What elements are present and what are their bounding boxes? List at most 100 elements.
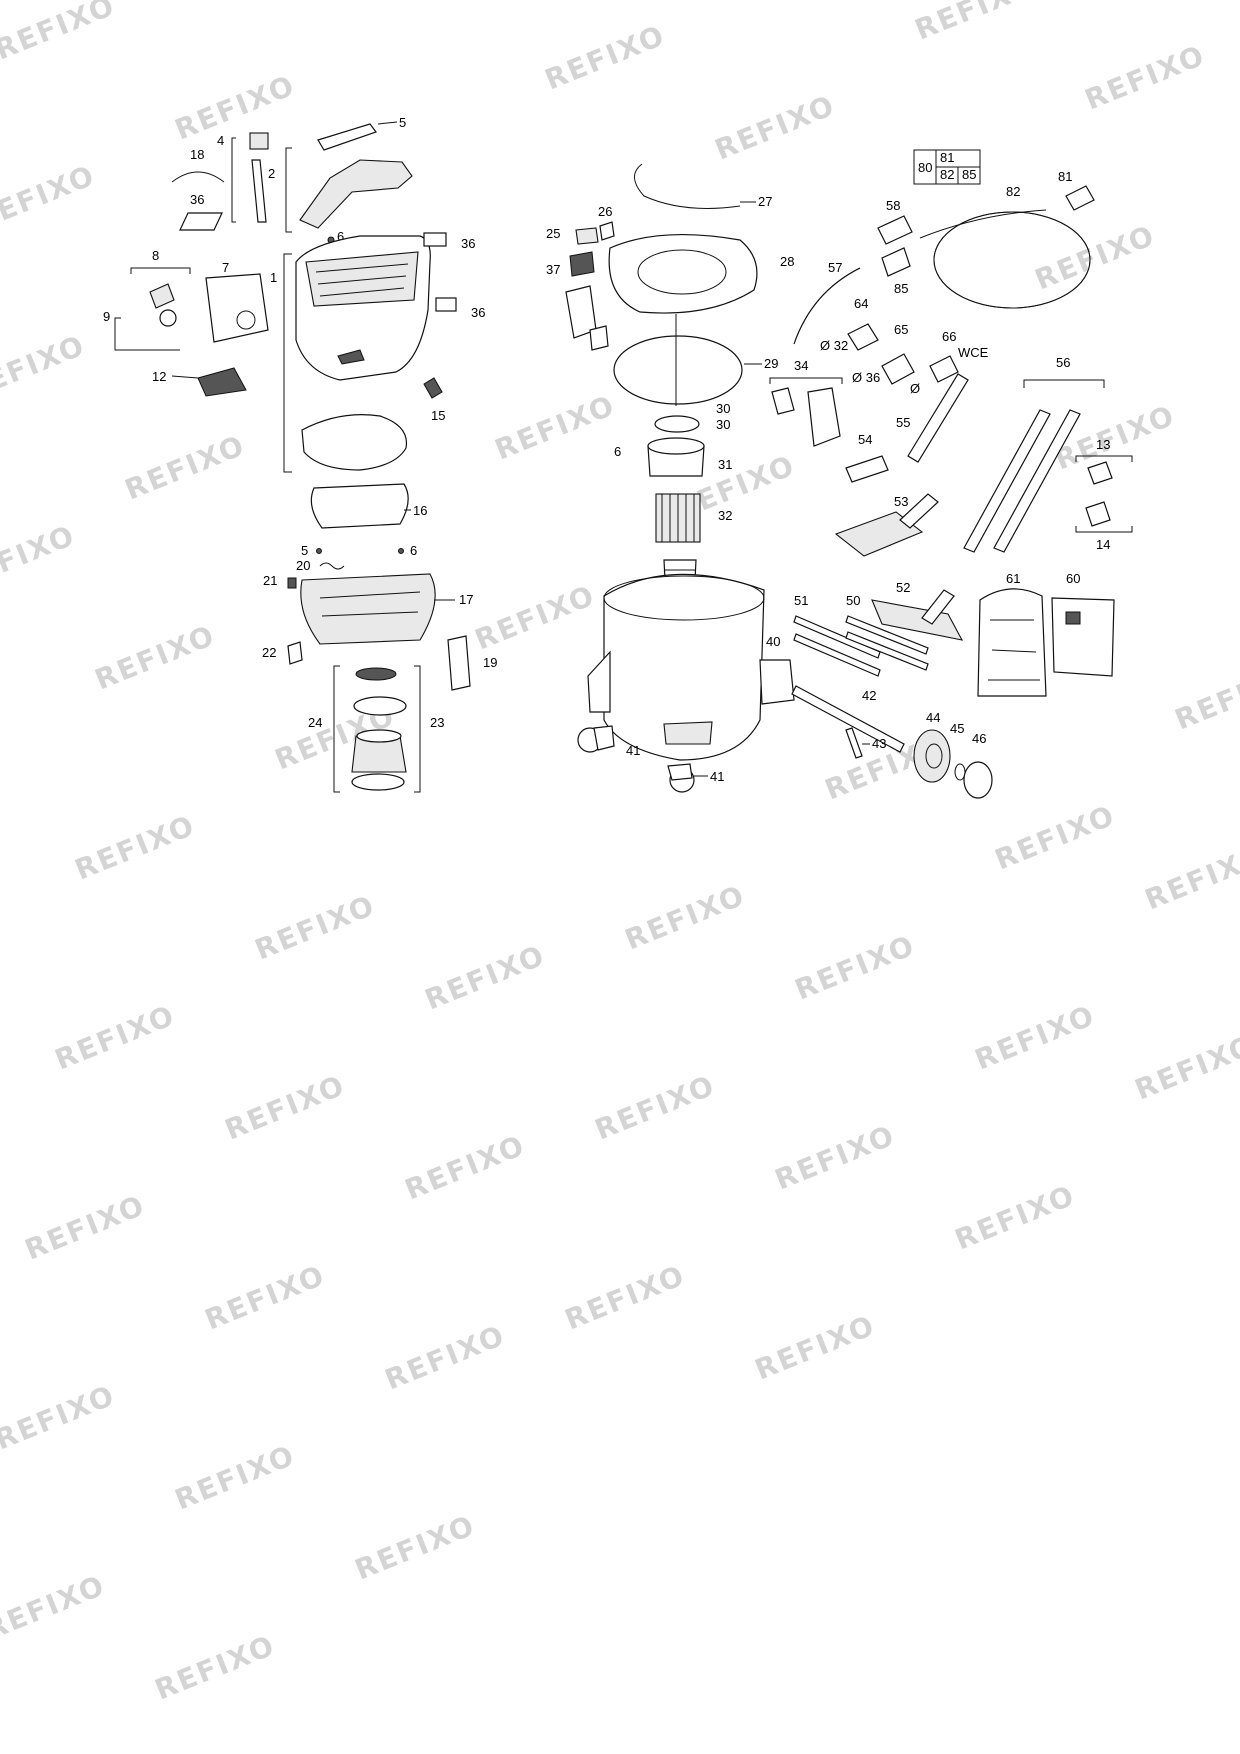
callout-label: 4 — [217, 133, 224, 148]
callout-label: 50 — [846, 593, 860, 608]
motor-cover-part — [310, 483, 409, 529]
tank-rim — [603, 575, 765, 621]
callout-label: 46 — [972, 731, 986, 746]
tank-part — [603, 573, 765, 761]
floor-nozzle-neck — [899, 493, 939, 529]
switch-part — [249, 132, 269, 150]
watermark: REFIXO — [200, 1258, 330, 1336]
watermark: REFIXO — [710, 88, 840, 166]
callout-label: 37 — [546, 262, 560, 277]
seal-ring-part — [355, 667, 397, 681]
housing-vent-part — [337, 349, 365, 365]
adapter-part — [847, 323, 879, 351]
callout-label: 30 — [716, 401, 730, 416]
spring-part — [319, 562, 345, 570]
valve-part — [1087, 461, 1113, 485]
watermark: REFIXO — [250, 888, 380, 966]
rotary-knob-part — [159, 309, 177, 327]
watermark: REFIXO — [590, 1068, 720, 1146]
watermark: REFIXO — [70, 808, 200, 886]
callout-label: 6 — [614, 444, 621, 459]
rear-wheel-part — [913, 729, 951, 783]
callout-label: 22 — [262, 645, 276, 660]
clip-part — [287, 641, 303, 665]
wet-nozzle-part — [871, 599, 964, 641]
watermark: REFIXO — [120, 428, 250, 506]
tank-inlet-part — [587, 650, 611, 713]
callout-label: 42 — [862, 688, 876, 703]
watermark: REFIXO — [1170, 658, 1240, 736]
callout-label: 8 — [152, 248, 159, 263]
holder-part — [807, 387, 841, 447]
callout-label: 61 — [1006, 571, 1020, 586]
watermark: REFIXO — [420, 938, 550, 1016]
callout-label: 40 — [766, 634, 780, 649]
fleece-bag-part — [1051, 597, 1115, 677]
watermark: REFIXO — [0, 518, 80, 596]
diameter-label: Ø — [910, 381, 920, 396]
castor-bracket-part — [667, 763, 693, 781]
callout-label: 6 — [410, 543, 417, 558]
callout-label: 30 — [716, 417, 730, 432]
callout-label: 34 — [794, 358, 808, 373]
callout-label: 6 — [337, 229, 344, 244]
callout-label: 18 — [190, 147, 204, 162]
bracket-line — [231, 137, 236, 223]
carry-handle-part — [299, 159, 413, 229]
callout-label: 1 — [270, 270, 277, 285]
brush-strip-part — [845, 615, 929, 655]
bracket-line — [333, 665, 340, 793]
watermark: REFIXO — [620, 878, 750, 956]
watermark: REFIXO — [0, 158, 100, 236]
gasket-part — [301, 414, 408, 471]
callout-label: 44 — [926, 710, 940, 725]
knob-part — [149, 283, 175, 309]
callout-label: 16 — [413, 503, 427, 518]
grille-ribs — [315, 263, 409, 297]
watermark: REFIXO — [170, 1438, 300, 1516]
leader-line — [377, 121, 398, 125]
callout-label: 5 — [399, 115, 406, 130]
callout-label: 45 — [950, 721, 964, 736]
watermark: REFIXO — [750, 1308, 880, 1386]
motor-base-group: 16 5 6 20 21 17 22 19 24 23 — [262, 483, 497, 793]
callout-label: 64 — [854, 296, 868, 311]
adapter-part — [877, 215, 913, 245]
squeegee-strip-part — [793, 633, 881, 677]
watermark: REFIXO — [1080, 38, 1210, 116]
cable-part — [197, 367, 247, 397]
callout-label: 21 — [263, 573, 277, 588]
callout-label: 82 — [1006, 184, 1020, 199]
filter-pleats — [661, 494, 695, 542]
handle-cover-part — [317, 123, 377, 151]
bracket-line — [769, 377, 843, 384]
watermark: REFIXO — [20, 1188, 150, 1266]
watermark: REFIXO — [90, 618, 220, 696]
watermark: REFIXO — [1130, 1028, 1240, 1106]
bracket-line — [1075, 526, 1133, 533]
callout-label: 26 — [598, 204, 612, 219]
callout-label: 28 — [780, 254, 794, 269]
box-label: 85 — [962, 167, 976, 182]
callout-label: 56 — [1056, 355, 1070, 370]
switch-knob-part — [423, 377, 443, 399]
bag-collar — [1065, 611, 1081, 625]
callout-label: 81 — [1058, 169, 1072, 184]
callout-label: 13 — [1096, 437, 1110, 452]
watermark: REFIXO — [540, 18, 670, 96]
bracket-line — [114, 317, 180, 351]
callout-label: 52 — [896, 580, 910, 595]
callout-label: 57 — [828, 260, 842, 275]
screw-part — [845, 727, 863, 759]
callout-label: 85 — [894, 281, 908, 296]
box-label: 82 — [940, 167, 954, 182]
watermark: REFIXO — [350, 1508, 480, 1586]
floor-nozzle-part — [834, 511, 924, 557]
latch-part — [599, 221, 615, 241]
bent-tube-inner — [793, 267, 861, 345]
callout-label: 12 — [152, 369, 166, 384]
watermark: REFIXO — [0, 1568, 110, 1646]
callout-label: 43 — [872, 736, 886, 751]
callout-label: 31 — [718, 457, 732, 472]
watermark: REFIXO — [0, 0, 120, 66]
